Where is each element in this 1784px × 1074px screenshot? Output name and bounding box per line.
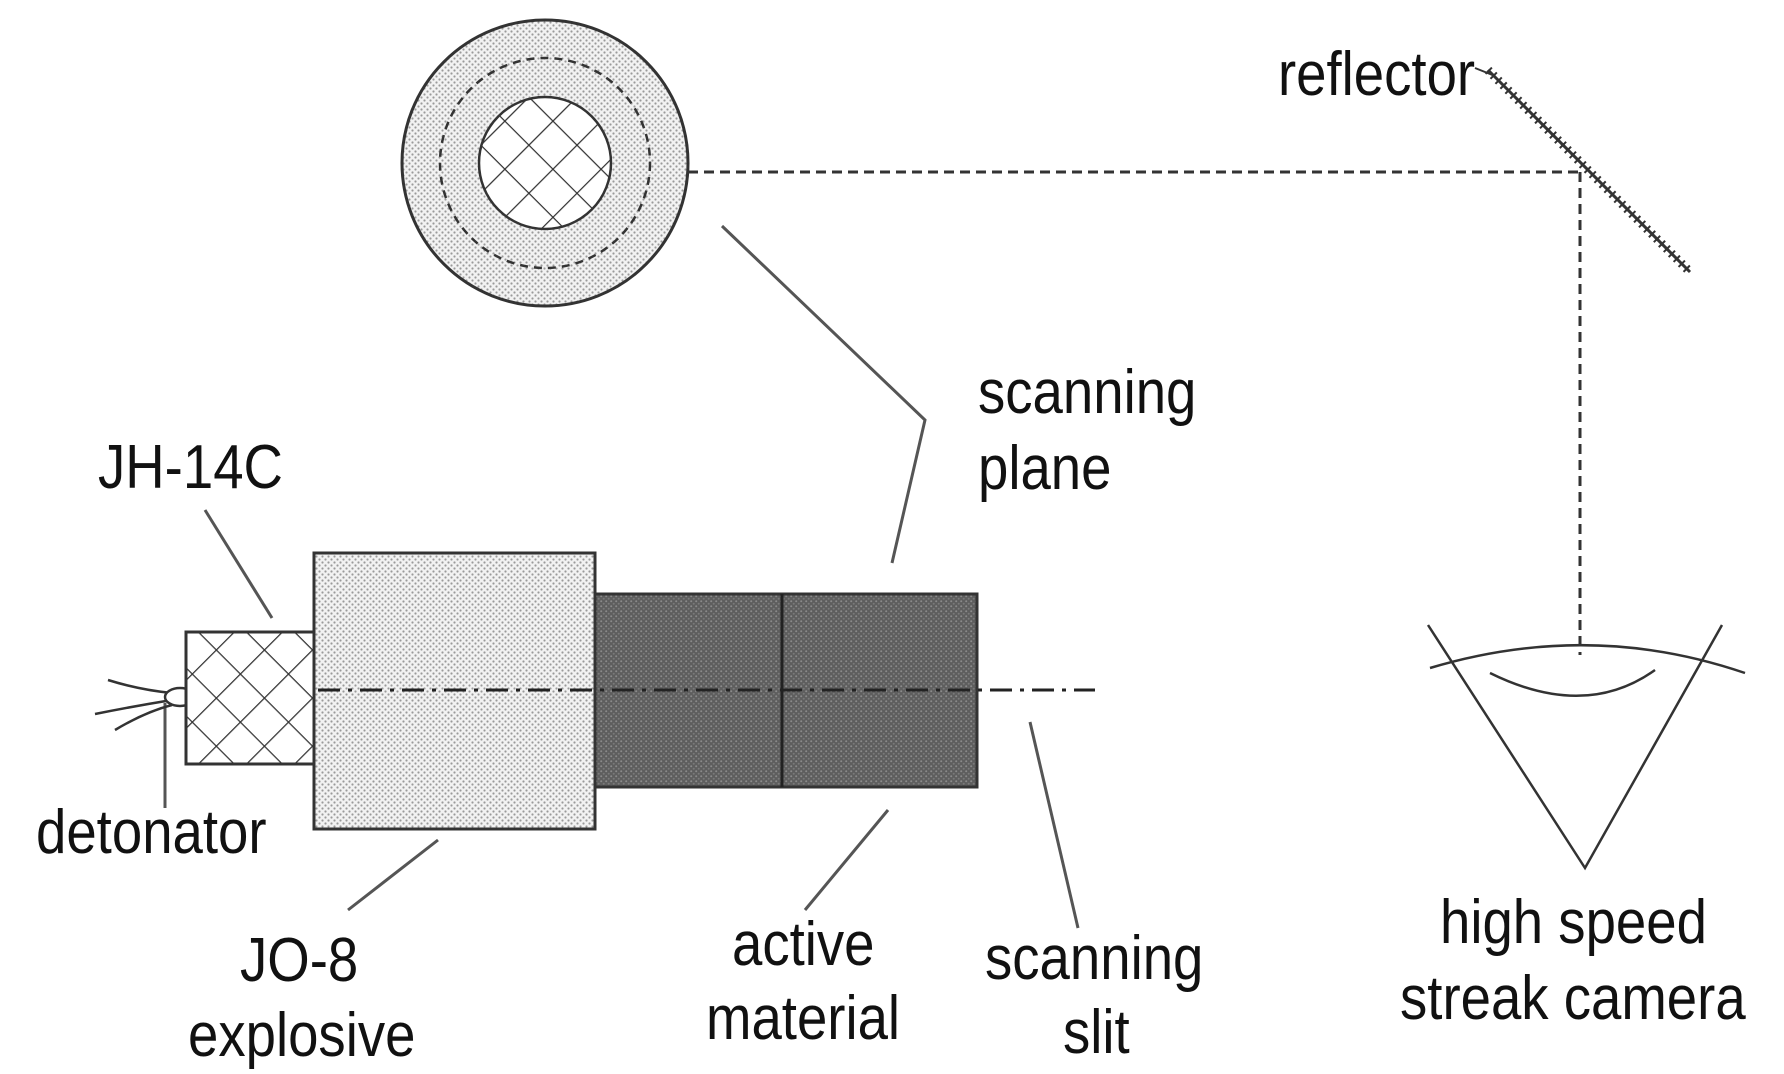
scanning-slit-label-line2: slit [1063,998,1130,1067]
active-material-label-line2: material [706,984,901,1053]
reflector-mirror [1474,66,1694,276]
streak-camera [1426,624,1746,871]
detonator-label: detonator [36,798,267,867]
scanning-plane-label-line2: plane [978,434,1112,503]
booster-jh14c [184,630,316,766]
reflector-label: reflector [1278,40,1476,109]
optical-path [688,170,1582,655]
streak-camera-label-line2: streak camera [1400,964,1746,1033]
target-plane [400,18,690,308]
leader-lines [163,224,1080,929]
jh14c-label: JH-14C [98,433,283,502]
scanning-slit-label-line1: scanning [985,924,1204,993]
active-material-label-line1: active [732,910,875,979]
streak-camera-label-line1: high speed [1440,888,1707,957]
jo8-label-line2: explosive [188,1001,416,1070]
detonator [94,678,197,732]
jo8-label-line1: JO-8 [240,926,359,995]
scanning-plane-label-line1: scanning [978,358,1197,427]
